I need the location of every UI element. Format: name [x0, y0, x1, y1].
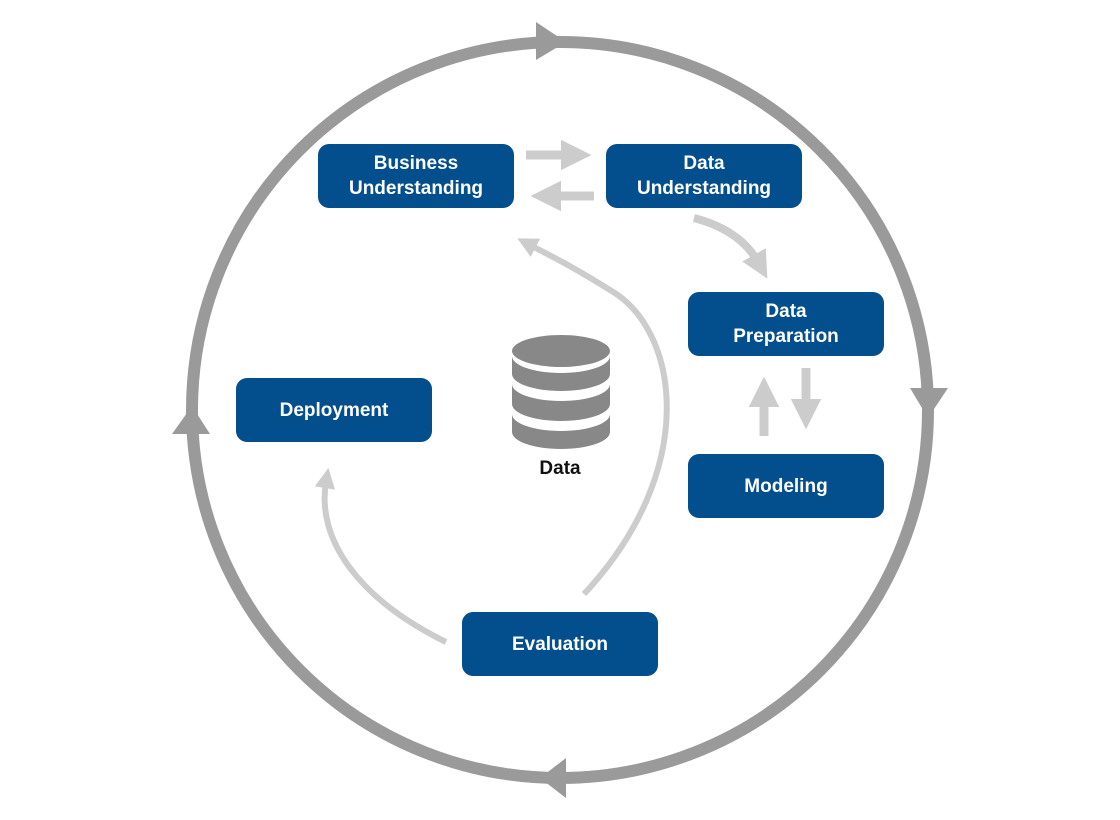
- outer-arrowhead-bottom: [540, 758, 566, 798]
- database-icon: [512, 335, 610, 449]
- phase-business-understanding: Business Understanding: [318, 144, 514, 208]
- arrow-evaluation-to-deployment: [314, 467, 448, 645]
- phase-label: Business Understanding: [348, 153, 484, 199]
- outer-arrowhead-right: [910, 388, 948, 418]
- arrow-data-understanding-to-preparation: [692, 214, 768, 279]
- phase-data-understanding: Data Understanding: [606, 144, 802, 208]
- phase-label: Modeling: [744, 475, 828, 497]
- phase-label: Data Preparation: [733, 301, 839, 347]
- phase-label: Evaluation: [511, 633, 609, 655]
- outer-arrowhead-left: [172, 406, 210, 434]
- phase-data-preparation: Data Preparation: [688, 292, 884, 356]
- phase-label: Deployment: [279, 399, 389, 421]
- phase-label: Data Understanding: [636, 153, 772, 199]
- phase-modeling: Modeling: [688, 454, 884, 518]
- data-label: Data: [539, 458, 581, 479]
- phase-deployment: Deployment: [236, 378, 432, 442]
- outer-arrowhead-top: [536, 22, 566, 60]
- arrow-evaluation-to-business: [517, 238, 670, 597]
- phase-evaluation: Evaluation: [462, 612, 658, 676]
